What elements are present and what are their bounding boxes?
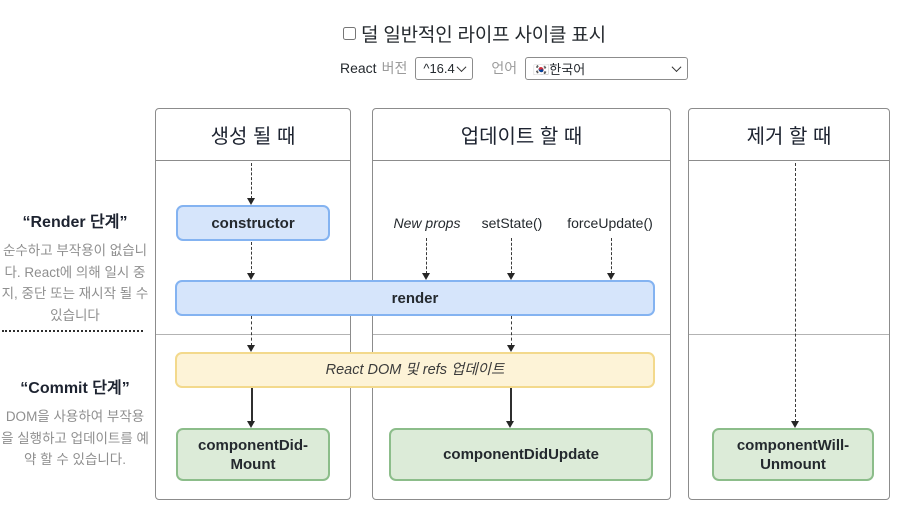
phase-boundary-line (373, 334, 670, 335)
new-props-trigger[interactable]: New props (393, 215, 461, 231)
componentdidmount-node[interactable]: componentDid- Mount (176, 428, 330, 481)
phase-boundary-line (689, 334, 889, 335)
react-dom-refs-update-node: React DOM 및 refs 업데이트 (175, 352, 655, 388)
react-label: React (340, 60, 377, 76)
constructor-node[interactable]: constructor (176, 205, 330, 241)
commit-phase-note: “Commit 단계” DOM을 사용하여 부작용을 실행하고 업데이트를 예약… (0, 374, 150, 471)
forceupdate-trigger[interactable]: forceUpdate() (567, 215, 653, 231)
controls-row: React 버전 ^16.4 언어 🇰🇷한국어 (340, 56, 689, 80)
column-header-mounting: 생성 될 때 (156, 109, 350, 161)
language-label: 언어 (491, 60, 518, 76)
commit-phase-title: “Commit 단계” (20, 380, 130, 397)
render-phase-title: “Render 단계” (22, 214, 128, 231)
commit-phase-description: DOM을 사용하여 부작용을 실행하고 업데이트를 예약 할 수 있습니다. (1, 409, 149, 467)
language-value: 🇰🇷한국어 (533, 61, 586, 77)
version-select[interactable]: ^16.4 (415, 56, 474, 80)
version-label: 버전 (381, 60, 408, 76)
language-select[interactable]: 🇰🇷한국어 (525, 56, 689, 80)
version-value: ^16.4 (423, 60, 455, 76)
show-less-common-checkbox[interactable] (343, 26, 356, 40)
componentdidupdate-node[interactable]: componentDidUpdate (389, 428, 653, 481)
render-phase-note: “Render 단계” 순수하고 부작용이 없습니다. React에 의해 일시… (0, 208, 150, 326)
componentwillunmount-node[interactable]: componentWill- Unmount (712, 428, 874, 481)
phase-boundary-line (156, 334, 350, 335)
chevron-down-icon (456, 61, 467, 72)
column-header-updating: 업데이트 할 때 (373, 109, 670, 161)
render-node[interactable]: render (175, 280, 655, 316)
setstate-trigger[interactable]: setState() (481, 215, 543, 231)
title-row: 덜 일반적인 라이프 사이클 표시 (343, 20, 606, 46)
column-header-unmounting: 제거 할 때 (689, 109, 889, 161)
render-phase-description: 순수하고 부작용이 없습니다. React에 의해 일시 중지, 중단 또는 재… (1, 243, 149, 323)
page-title[interactable]: 덜 일반적인 라이프 사이클 표시 (361, 24, 606, 46)
chevron-down-icon (671, 61, 682, 72)
phase-divider-dotted-line (2, 330, 143, 332)
